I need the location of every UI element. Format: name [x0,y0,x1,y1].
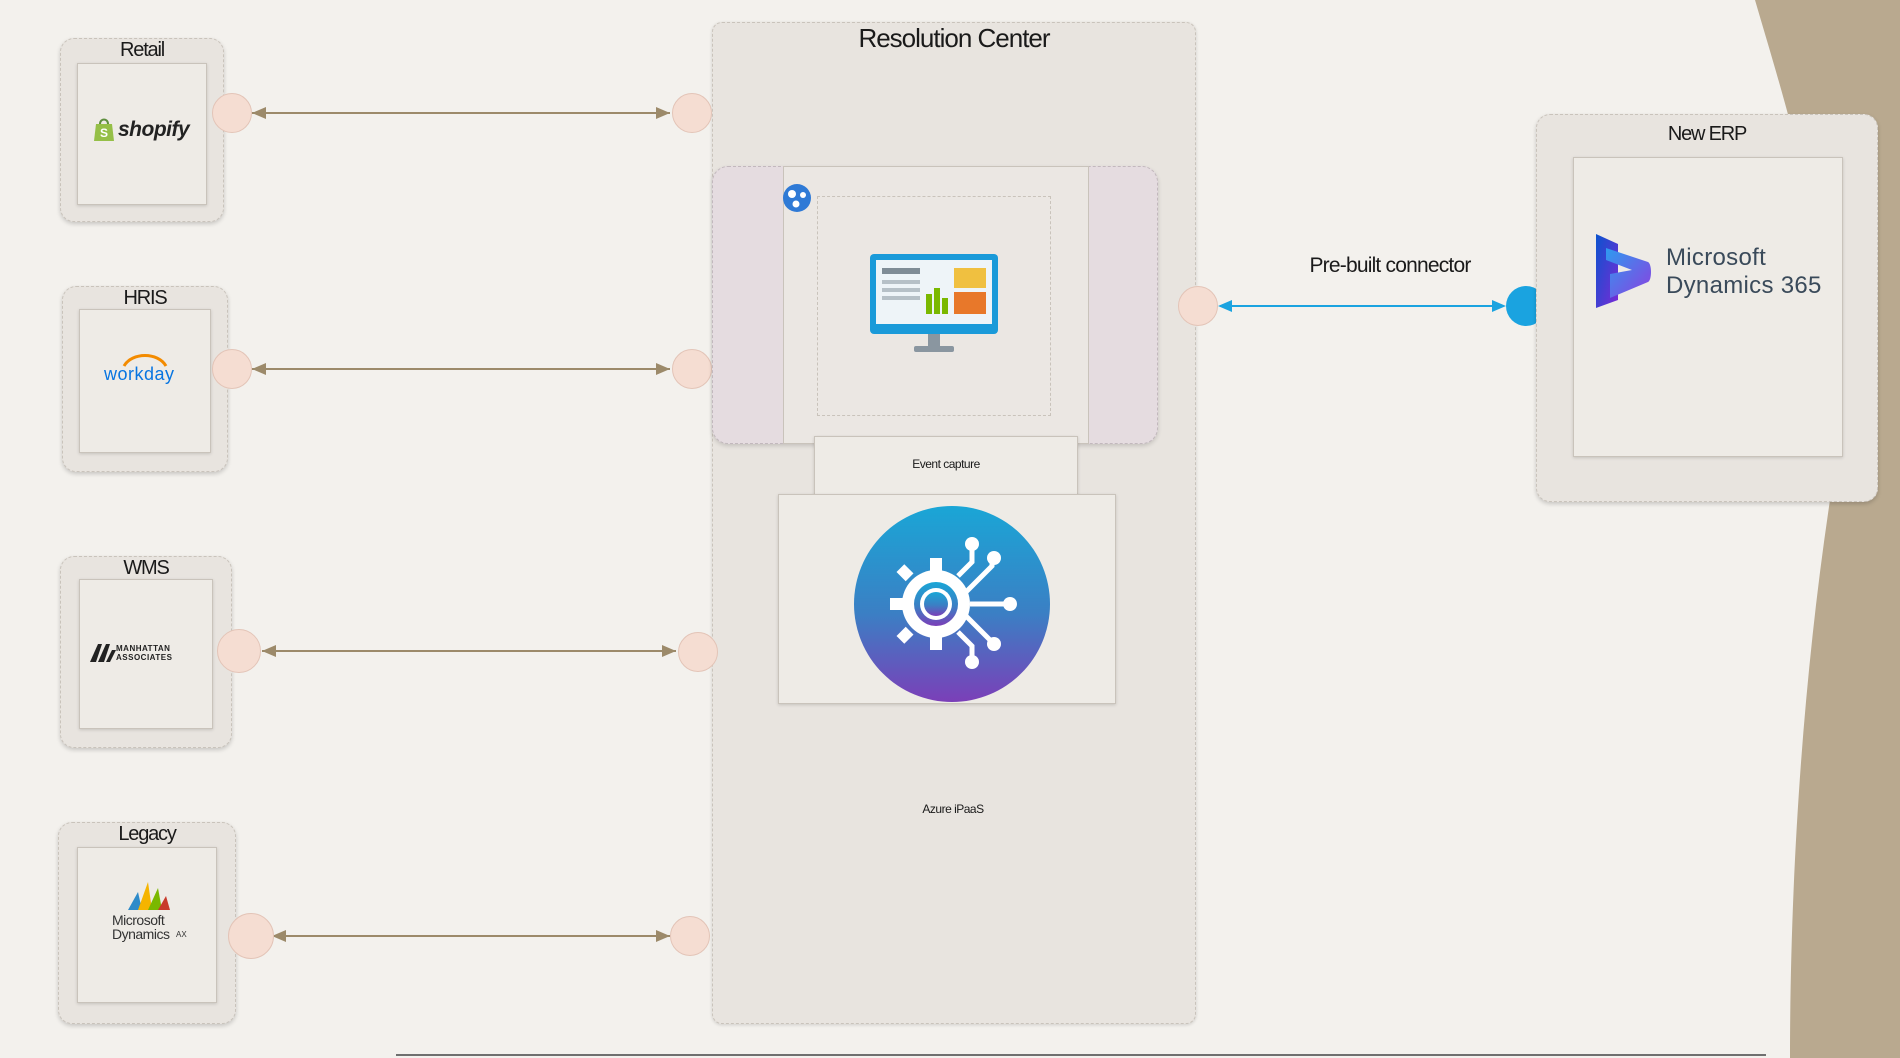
hris-panel: HRIS workday [62,286,228,472]
dynamics-ax-chart-icon [128,882,170,910]
legacy-label: Legacy [118,823,176,845]
legacy-logo-box: Microsoft Dynamics AX [77,847,217,1003]
bottom-line [396,1054,1766,1056]
wms-endpoint [217,629,261,673]
retail-logo-box: S shopify [77,63,207,205]
event-capture-label: Event capture [912,457,980,471]
connector-lines [252,112,676,937]
retail-label: Retail [120,39,165,61]
dynamics-ax-line2: Dynamics [112,926,170,942]
prebuilt-connector-label: Pre-built connector [1309,254,1471,277]
legacy-panel: Legacy Microsoft Dynamics AX [58,822,236,1024]
hris-endpoint [212,349,252,389]
event-capture-inner [817,196,1051,416]
center-wms-endpoint [678,632,718,672]
monitor-dashboard-icon [870,254,998,352]
legacy-endpoint [228,913,274,959]
arrow-heads [252,107,676,942]
svg-text:S: S [100,126,108,140]
network-icon [783,184,811,212]
shopify-logo-text: shopify [118,118,190,141]
erp-logo-box: Microsoft Dynamics 365 [1573,157,1843,457]
retail-panel: Retail S shopify [60,38,224,222]
wms-logo-box: MANHATTAN ASSOCIATES [79,579,213,729]
erp-logo-line1: Microsoft [1666,244,1767,271]
integration-gear-icon [854,506,1050,702]
hris-logo-box: workday [79,309,211,453]
workday-logo-text: workday [104,364,175,384]
shopify-bag-icon: S [94,118,114,141]
erp-logo-line2: Dynamics 365 [1666,272,1822,299]
dynamics-365-icon [1596,234,1651,308]
center-legacy-endpoint [670,916,710,956]
manhattan-logo-icon [90,644,116,662]
center-hris-endpoint [672,349,712,389]
prebuilt-connector-line [1218,300,1506,312]
dynamics-ax-line1: Microsoft [112,912,165,928]
retail-endpoint [212,93,252,133]
wms-label: WMS [123,557,169,579]
center-retail-endpoint [672,93,712,133]
center-erp-endpoint [1178,286,1218,326]
dynamics-ax-suffix: AX [176,930,187,939]
wms-panel: WMS MANHATTAN ASSOCIATES [60,556,232,748]
hris-label: HRIS [123,287,168,309]
manhattan-logo-text: MANHATTAN ASSOCIATES [116,644,173,662]
erp-label: New ERP [1667,123,1747,145]
resolution-center-title: Resolution Center [858,23,1050,53]
workday-arc-icon [122,354,168,367]
event-capture-label-box: Event capture [814,436,1078,496]
azure-ipaas-label: Azure iPaaS [922,802,984,816]
erp-panel: New ERP Microsoft Dynamics 365 [1536,114,1878,502]
